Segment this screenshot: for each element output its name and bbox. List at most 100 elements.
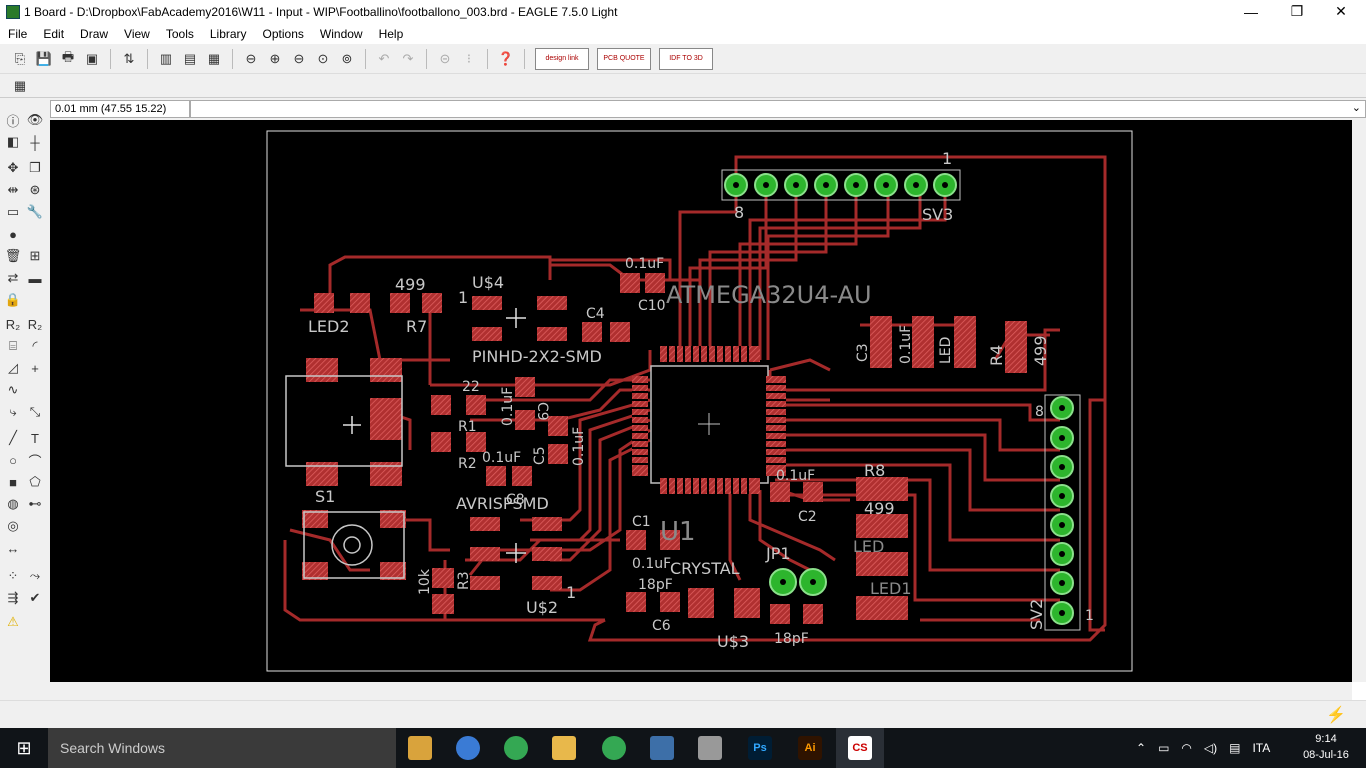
polygon-icon[interactable]: ⬠ — [29, 474, 41, 489]
miter-icon[interactable]: ◜ — [32, 338, 38, 353]
zoom-fit-icon[interactable]: ⊖ — [245, 50, 257, 66]
clock[interactable]: 9:14 08-Jul-16 — [1296, 731, 1356, 763]
ripup-icon[interactable]: ⤡ — [29, 404, 41, 419]
taskbar-folder[interactable] — [540, 728, 588, 768]
go-arrow-icon[interactable]: ⚡ — [1326, 707, 1346, 724]
show-icon[interactable]: 👁 — [26, 112, 44, 127]
help-icon[interactable]: ❓ — [497, 50, 515, 66]
menu-view[interactable]: View — [124, 26, 150, 41]
design-link-button[interactable]: design link — [535, 47, 589, 70]
taskbar-chrome[interactable] — [492, 728, 540, 768]
menu-window[interactable]: Window — [319, 26, 363, 41]
chevron-up-icon[interactable]: ⌃ — [1136, 741, 1147, 755]
pcb-quote-button[interactable]: PCB QUOTE — [597, 47, 651, 70]
delete-icon[interactable]: 🗑 — [4, 248, 22, 263]
taskbar-blocks-app[interactable] — [638, 728, 686, 768]
taskbar-illustrator[interactable]: Ai — [786, 728, 834, 768]
undo-icon[interactable]: ↶ — [378, 50, 390, 66]
script-icon[interactable]: ▤ — [183, 50, 197, 66]
go-icon[interactable]: ⁝ — [466, 50, 472, 66]
menu-tools[interactable]: Tools — [165, 26, 194, 41]
chevron-down-icon[interactable]: ⌄ — [1351, 102, 1361, 114]
grid-icon[interactable]: ▦ — [13, 77, 27, 93]
cam-icon[interactable]: ▣ — [85, 50, 99, 66]
zoom-select-icon[interactable]: ⊚ — [341, 50, 353, 66]
board-canvas[interactable]: 1 8 SV3 0.1uF C10 ATMEGA32U4-AU LED2 499… — [50, 120, 1352, 682]
paste-icon[interactable]: ● — [9, 226, 17, 242]
menu-file[interactable]: File — [8, 26, 28, 41]
replace-icon[interactable]: ⇄ — [7, 270, 19, 285]
split-icon[interactable]: ◿ — [8, 360, 18, 375]
meander-icon[interactable]: ∿ — [7, 382, 19, 397]
menu-edit[interactable]: Edit — [43, 26, 65, 41]
name-icon[interactable]: R₂ — [5, 316, 21, 332]
mirror-icon[interactable]: ⇹ — [7, 182, 19, 197]
zoom-redraw-icon[interactable]: ⊙ — [317, 50, 329, 66]
rotate-icon[interactable]: ⊛ — [29, 182, 41, 197]
display-icon[interactable]: ◧ — [6, 134, 20, 149]
battery-icon[interactable]: ▭ — [1158, 741, 1170, 755]
circle-icon[interactable]: ○ — [9, 452, 17, 468]
group-icon[interactable]: ▭ — [6, 204, 20, 219]
route-icon[interactable]: ⤷ — [9, 404, 17, 419]
warning-icon[interactable]: ⚠ — [7, 614, 19, 629]
taskbar-file-explorer[interactable] — [396, 728, 444, 768]
lock-part-icon[interactable]: 🔒 — [4, 292, 22, 307]
save-icon[interactable]: 💾 — [35, 50, 53, 66]
taskbar-photoshop[interactable]: Ps — [736, 728, 784, 768]
zoom-out-icon[interactable]: ⊖ — [293, 50, 305, 66]
drc-icon[interactable]: ⇶ — [7, 590, 19, 605]
open-icon[interactable]: ⎘ — [14, 50, 26, 66]
signal-icon[interactable]: ⊷ — [28, 496, 42, 511]
volume-icon[interactable]: ◁) — [1203, 741, 1218, 755]
minimize-button[interactable]: — — [1244, 3, 1258, 20]
menu-draw[interactable]: Draw — [80, 26, 109, 41]
redo-icon[interactable]: ↷ — [402, 50, 414, 66]
vertical-scrollbar[interactable] — [1352, 120, 1366, 682]
zoom-in-icon[interactable]: ⊕ — [269, 50, 281, 66]
smash-icon[interactable]: ⌸ — [9, 338, 17, 353]
hole-icon[interactable]: ◎ — [7, 518, 19, 533]
use-library-icon[interactable]: ⇅ — [123, 50, 135, 66]
stop-icon[interactable]: ⊝ — [439, 50, 451, 66]
add-icon[interactable]: ⊞ — [29, 248, 41, 263]
value-icon[interactable]: R₂ — [27, 316, 43, 332]
mark-icon[interactable]: ┼ — [30, 134, 40, 150]
text-icon[interactable]: T — [31, 430, 39, 446]
idf-to-3d-button[interactable]: IDF TO 3D — [659, 47, 713, 70]
dimension-icon[interactable]: ↔ — [6, 540, 20, 556]
menu-help[interactable]: Help — [378, 26, 404, 41]
horizontal-scrollbar[interactable] — [50, 682, 1352, 700]
menu-library[interactable]: Library — [209, 26, 247, 41]
ratsnest-icon[interactable]: ⁘ — [7, 568, 19, 583]
search-box[interactable]: Search Windows — [48, 728, 396, 768]
run-ulp-icon[interactable]: ▦ — [207, 50, 221, 66]
start-button[interactable]: ⊞ — [16, 737, 32, 758]
layers-icon[interactable]: ▥ — [159, 50, 173, 66]
taskbar-ie[interactable] — [444, 728, 492, 768]
change-icon[interactable]: 🔧 — [26, 204, 44, 219]
print-icon[interactable]: 🖶 — [61, 48, 75, 64]
lock-icon[interactable]: ▬ — [28, 270, 42, 286]
move-icon[interactable]: ✥ — [7, 160, 19, 175]
restore-button[interactable]: ❐ — [1290, 3, 1304, 19]
info-icon[interactable]: ⓘ — [6, 113, 20, 129]
menu-options[interactable]: Options — [262, 26, 304, 41]
command-input[interactable]: ⌄ — [190, 100, 1366, 118]
optimize-icon[interactable]: + — [31, 360, 39, 376]
u4-pin1-label: 1 — [458, 288, 468, 307]
copy-icon[interactable]: ❐ — [29, 160, 41, 175]
taskbar-eagle[interactable]: CS — [836, 728, 884, 768]
language-indicator[interactable]: ITA — [1252, 741, 1271, 755]
via-icon[interactable]: ◍ — [7, 496, 19, 511]
taskbar-chrome2[interactable] — [590, 728, 638, 768]
wire-icon[interactable]: ╱ — [9, 430, 17, 445]
errors-icon[interactable]: ✔ — [29, 590, 41, 605]
arc-icon[interactable]: ⌒ — [28, 453, 42, 469]
autorouter-icon[interactable]: ⤳ — [29, 568, 41, 583]
notification-icon[interactable]: ▤ — [1229, 741, 1241, 755]
taskbar-scanner[interactable] — [686, 728, 734, 768]
rect-icon[interactable]: ■ — [9, 474, 17, 490]
close-button[interactable]: ✕ — [1335, 3, 1347, 19]
wifi-icon[interactable]: ◠ — [1181, 741, 1192, 755]
